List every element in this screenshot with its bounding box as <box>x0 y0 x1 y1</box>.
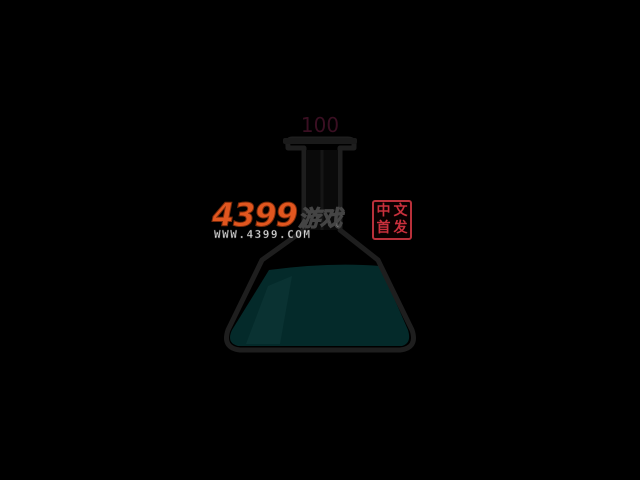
logo-wordmark: 4399游戏 <box>211 196 343 235</box>
seal-char-3: 首 <box>376 220 391 236</box>
seal-char-4: 发 <box>393 220 408 236</box>
seal-char-2: 文 <box>393 203 408 219</box>
flask-rim <box>283 138 357 144</box>
4399-logo[interactable]: 4399游戏 WWW.4399.COM 中 文 首 发 <box>211 196 420 246</box>
seal-char-1: 中 <box>376 203 391 219</box>
flask-liquid-highlight <box>246 276 292 344</box>
logo-chinese: 游戏 <box>298 207 343 233</box>
seal-stamp-icon: 中 文 首 发 <box>372 200 412 240</box>
counter-value: 100 <box>300 113 340 137</box>
logo-number: 4399 <box>211 196 298 235</box>
logo-url: WWW.4399.COM <box>214 228 312 241</box>
